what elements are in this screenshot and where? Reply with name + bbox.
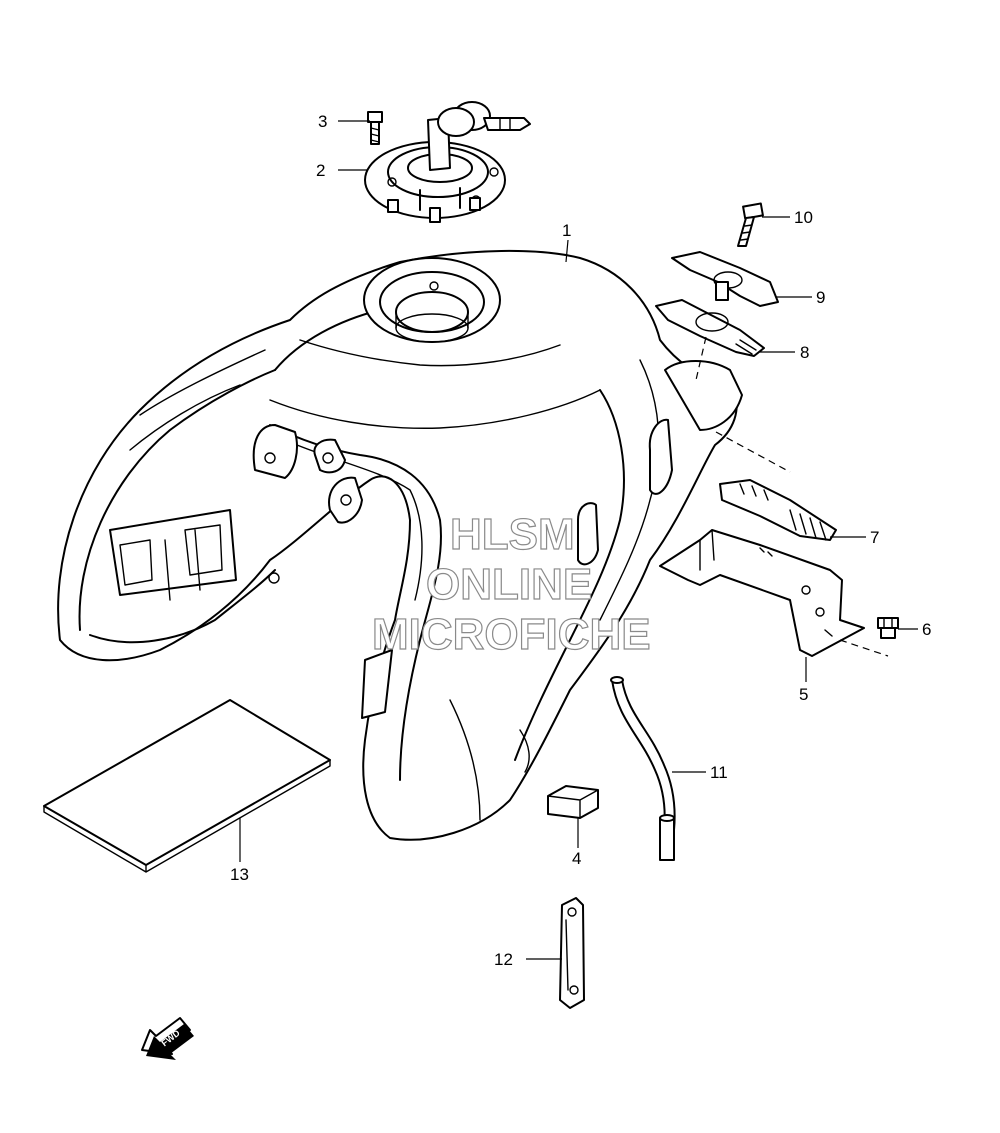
callout-4: 4 xyxy=(572,849,581,868)
mount-bolt[interactable] xyxy=(737,202,764,247)
rubber-cushion[interactable] xyxy=(655,299,765,357)
watermark-line3: MICROFICHE xyxy=(372,610,651,659)
watermark-line1: HLSM xyxy=(450,510,575,559)
bracket-bolt[interactable] xyxy=(877,617,899,639)
holder-strap[interactable] xyxy=(559,897,585,1009)
caution-label[interactable] xyxy=(43,699,331,873)
callout-13: 13 xyxy=(230,865,249,884)
callout-11: 11 xyxy=(710,763,728,782)
callout-9: 9 xyxy=(816,288,825,307)
cap-screw[interactable] xyxy=(367,111,383,145)
callout-2: 2 xyxy=(316,161,325,180)
mounting-plate[interactable] xyxy=(671,251,779,307)
callout-10: 10 xyxy=(794,208,813,227)
callout-1: 1 xyxy=(562,221,571,240)
callout-5: 5 xyxy=(799,685,808,704)
forward-arrow: FWD xyxy=(141,1017,194,1060)
callout-12: 12 xyxy=(494,950,513,969)
callout-6: 6 xyxy=(922,620,931,639)
fuel-cap-assembly[interactable] xyxy=(364,101,531,223)
rubber-block[interactable] xyxy=(719,479,837,541)
fuel-hose[interactable] xyxy=(610,676,676,861)
callout-labels: 1 2 3 4 5 6 7 8 9 10 11 12 13 xyxy=(230,112,931,969)
callout-3: 3 xyxy=(318,112,327,131)
tank-bracket[interactable] xyxy=(659,529,865,657)
callout-8: 8 xyxy=(800,343,809,362)
watermark: HLSM ONLINE MICROFICHE xyxy=(371,509,651,659)
fuel-tank[interactable] xyxy=(57,249,743,841)
leader-lines xyxy=(239,120,918,960)
callout-7: 7 xyxy=(870,528,879,547)
watermark-line2: ONLINE xyxy=(426,560,592,609)
cushion-block[interactable] xyxy=(547,785,599,819)
